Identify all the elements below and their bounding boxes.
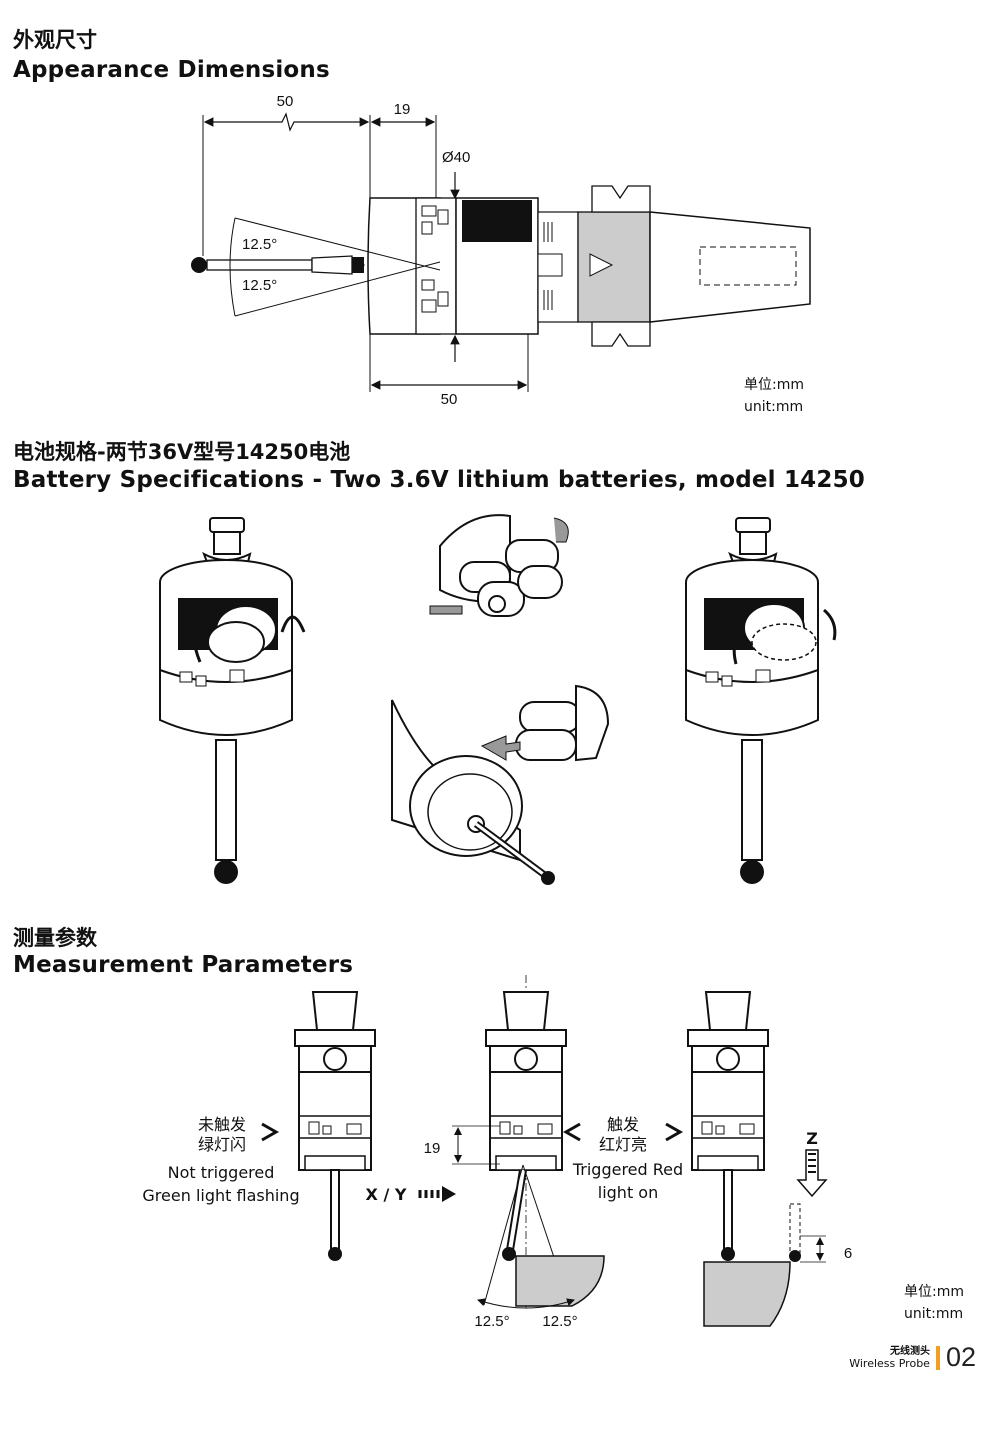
triggered-cn-1: 触发 [607, 1115, 639, 1134]
dim-head-offset: 19 [370, 101, 437, 200]
triggered-pointer-left [562, 1122, 581, 1142]
triggered-en-1: Triggered Red [572, 1160, 683, 1179]
not-triggered-en-1: Not triggered [168, 1163, 275, 1182]
dim-body-length-label: 50 [441, 391, 458, 408]
z-label: Z [806, 1129, 818, 1148]
section2-title-en: Battery Specifications - Two 3.6V lithiu… [13, 467, 865, 493]
dim-height [452, 1125, 500, 1165]
section3-title-cn: 测量参数 [13, 926, 97, 950]
section1-title-cn: 外观尺寸 [13, 28, 97, 52]
unit-cn: 单位:mm [904, 1284, 964, 1300]
not-triggered-cn-2: 绿灯闪 [198, 1135, 246, 1154]
battery-removal-illustration [429, 514, 569, 617]
xy-direction-arrow [418, 1186, 456, 1202]
page-footer: 无线测头 Wireless Probe 02 [849, 1342, 976, 1373]
probe-side-view [191, 185, 811, 347]
dim-stylus-length-label: 50 [277, 93, 294, 110]
overtravel-dim-label: 6 [844, 1245, 852, 1262]
page-number: 02 [945, 1342, 976, 1372]
unit-cn: 单位:mm [744, 377, 804, 393]
footer-product: 无线测头 Wireless Probe [849, 1346, 930, 1370]
probe-z-triggered [687, 991, 828, 1327]
triggered-pointer-right [665, 1122, 684, 1142]
triggered-en-2: light on [598, 1183, 658, 1202]
probe-cover-open-illustration [159, 517, 306, 884]
dim-head-offset-label: 19 [394, 101, 411, 118]
battery-insertion-illustration [391, 684, 610, 885]
probe-not-triggered [294, 991, 376, 1261]
not-triggered-cn-1: 未触发 [198, 1115, 246, 1134]
height-dim-label: 19 [424, 1140, 441, 1157]
angle-right-label: 12.5° [542, 1313, 577, 1330]
footer-accent-bar [935, 1345, 940, 1370]
unit-en: unit:mm [744, 399, 804, 415]
section3-title-en: Measurement Parameters [13, 952, 354, 978]
probe-cover-close-illustration [685, 517, 837, 884]
section1-units: 单位:mm unit:mm [744, 374, 804, 418]
probe-triggered [477, 975, 605, 1310]
dim-stylus-length: 50 [202, 93, 371, 256]
footer-product-cn: 无线测头 [889, 1345, 930, 1357]
angle-upper-label: 12.5° [242, 236, 277, 253]
not-triggered-pointer [261, 1122, 280, 1142]
xy-label: X / Y [366, 1185, 407, 1204]
appearance-drawing: 50 19 Ø40 [191, 93, 811, 408]
dim-angles: 12.5° 12.5° [229, 217, 441, 317]
unit-en: unit:mm [904, 1306, 964, 1322]
triggered-cn-2: 红灯亮 [599, 1135, 647, 1154]
dim-diameter-label: Ø40 [442, 149, 470, 166]
section3-units: 单位:mm unit:mm [904, 1281, 964, 1325]
angle-left-label: 12.5° [474, 1313, 509, 1330]
angle-lower-label: 12.5° [242, 277, 277, 294]
dim-body-length: 50 [369, 334, 529, 408]
section1-title-en: Appearance Dimensions [13, 57, 330, 83]
section2-title-cn: 电池规格-两节36V型号14250电池 [13, 440, 351, 464]
measurement-diagram: 未触发 绿灯闪 Not triggered Green light flashi… [142, 975, 852, 1330]
not-triggered-en-2: Green light flashing [142, 1186, 299, 1205]
footer-product-en: Wireless Probe [849, 1356, 930, 1370]
dim-diameter: Ø40 [442, 149, 470, 362]
battery-illustrations [159, 514, 837, 885]
